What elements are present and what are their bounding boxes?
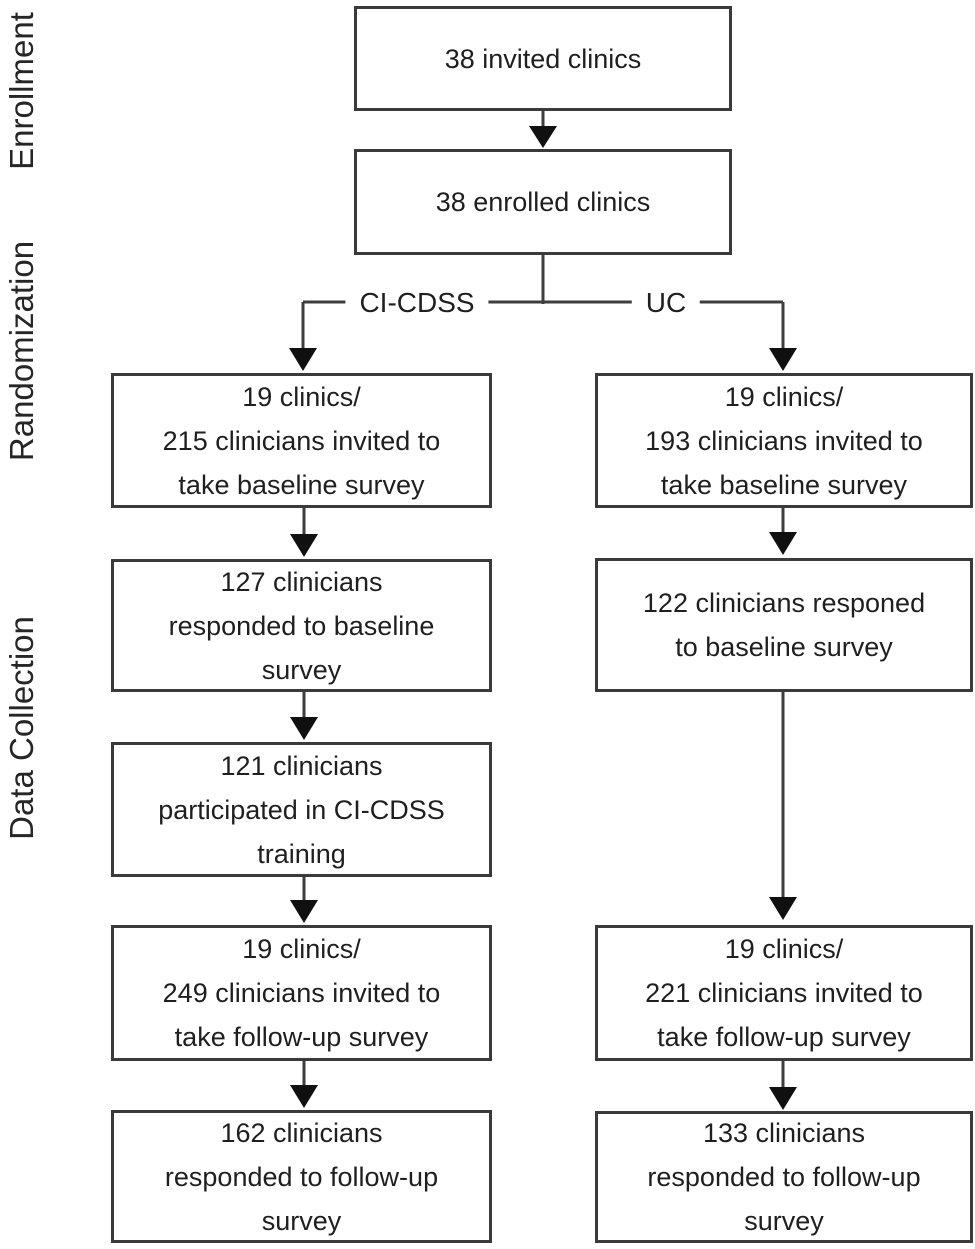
node-cicdss-followup-responded-text: 162 clinicians responded to follow-up su… [164, 1117, 439, 1236]
node-cicdss-baseline-invited-text: 19 clinics/ 215 clinicians invited to ta… [162, 381, 441, 500]
node-uc-followup-responded-text: 133 clinicians responded to follow-up su… [647, 1118, 921, 1236]
node-cicdss-followup-invited-text: 19 clinics/ 249 clinicians invited to ta… [162, 934, 441, 1052]
arm-label-ci-cdss: CI-CDSS [345, 287, 489, 319]
arrow-cicdss-responded-to-training [290, 692, 318, 740]
node-uc-baseline-invited: 19 clinics/ 193 clinicians invited to ta… [595, 373, 973, 508]
node-cicdss-baseline-responded-text: 127 clinicians responded to baseline sur… [168, 566, 435, 685]
node-cicdss-baseline-responded: 127 clinicians responded to baseline sur… [111, 559, 492, 692]
node-uc-followup-responded: 133 clinicians responded to follow-up su… [595, 1111, 973, 1243]
node-invited-clinics: 38 invited clinics [354, 6, 732, 111]
node-cicdss-baseline-invited: 19 clinics/ 215 clinicians invited to ta… [111, 373, 492, 508]
node-cicdss-training: 121 clinicians participated in CI-CDSS t… [111, 742, 492, 877]
node-uc-baseline-responded: 122 clinicians responed to baseline surv… [595, 558, 973, 692]
arrow-uc-followup-to-responded [769, 1061, 797, 1110]
node-uc-followup-invited: 19 clinics/ 221 clinicians invited to ta… [595, 925, 973, 1061]
node-invited-clinics-text: 38 invited clinics [444, 43, 642, 74]
arrow-uc-responded-to-followup-long [769, 692, 797, 920]
stage-label-data-collection: Data Collection [3, 616, 40, 840]
node-enrolled-clinics-text: 38 enrolled clinics [435, 187, 651, 217]
arrow-branch-to-cicdss [289, 302, 317, 371]
arrow-cicdss-invited-to-responded [290, 508, 318, 557]
node-uc-baseline-invited-text: 19 clinics/ 193 clinicians invited to ta… [645, 381, 923, 500]
node-uc-followup-invited-text: 19 clinics/ 221 clinicians invited to ta… [645, 934, 923, 1052]
stage-label-enrollment: Enrollment [3, 12, 40, 170]
arrow-cicdss-followup-to-responded [290, 1061, 318, 1108]
stage-label-randomization: Randomization [3, 240, 40, 462]
arrow-branch-to-uc [769, 302, 797, 371]
node-enrolled-clinics: 38 enrolled clinics [354, 149, 732, 255]
arrow-cicdss-training-to-followup [290, 877, 318, 923]
node-cicdss-followup-responded: 162 clinicians responded to follow-up su… [111, 1110, 492, 1243]
node-cicdss-training-text: 121 clinicians participated in CI-CDSS t… [158, 750, 445, 869]
node-cicdss-followup-invited: 19 clinics/ 249 clinicians invited to ta… [111, 925, 492, 1061]
arrow-invited-to-enrolled [529, 111, 557, 148]
arm-label-uc: UC [631, 287, 701, 319]
node-uc-baseline-responded-text: 122 clinicians responed to baseline surv… [642, 588, 926, 662]
arrow-uc-invited-to-responded [769, 508, 797, 555]
